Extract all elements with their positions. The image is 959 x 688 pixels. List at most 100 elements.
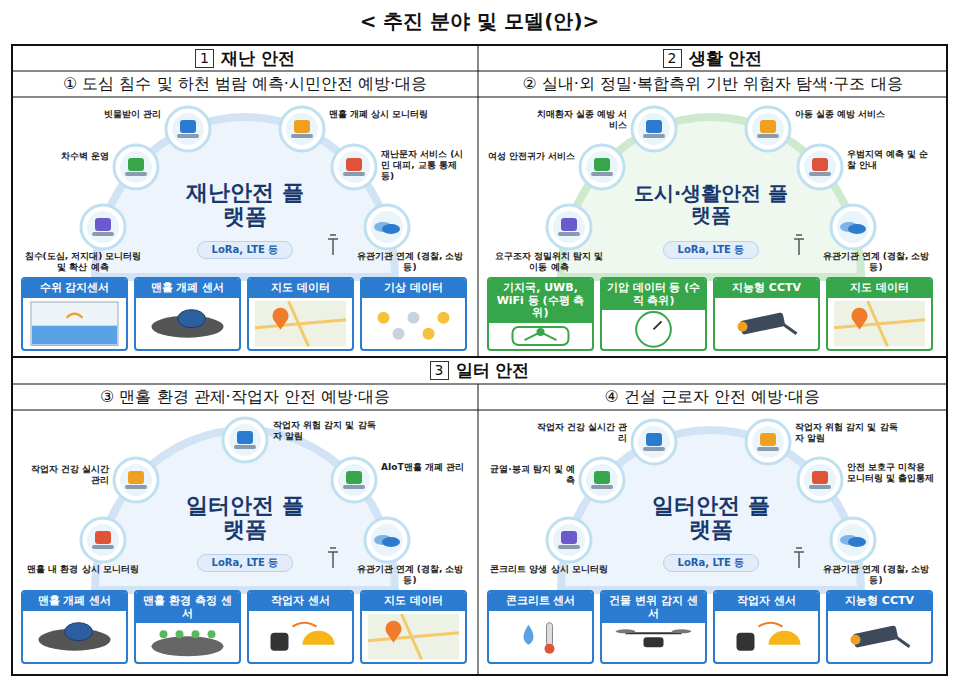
gas-dot [192,631,200,639]
service-symbol [95,531,111,544]
water-tank [31,302,118,345]
service-symbol [643,447,665,451]
icon-ground [120,464,152,496]
gas-dot [208,631,216,639]
source-heading: 지능형 CCTV [715,279,818,298]
service-icon [166,107,210,151]
platform-name: 재난안전 플랫폼 [185,181,305,229]
source-illustration [828,611,931,662]
service-label: 유관기관 연계 (경찰, 소방 등) [351,251,469,273]
icon-circle [580,458,624,502]
platform-text: 도시·생활안전 플랫폼 [634,181,789,227]
icon-ground [586,464,618,496]
source-heading: 작업자 센서 [715,592,818,611]
model-title: ② 실내·외 정밀·복합측위 기반 위험자 탐색·구조 대응 [478,71,947,97]
data-source-box: 지능형 CCTV [713,277,820,351]
handshake-symbol [382,537,400,547]
map-ground [834,301,925,346]
section-header: 일터 안전3 [12,357,947,384]
data-source-box: 맨홀 개폐 센서 [134,277,241,351]
row-line [12,410,947,411]
service-symbol [591,485,613,489]
handshake-symbol [848,224,866,234]
icon-circle [798,145,842,189]
source-heading: 건물 변위 감지 센서 [602,592,705,623]
service-symbol [346,158,362,171]
source-heading: 맨홀 개폐 센서 [23,592,126,611]
header-text: 생활 안전 [689,47,763,70]
row-line [12,71,947,72]
icon-circle [746,420,790,464]
camera-lens [738,321,748,331]
drone-rotor [672,630,692,634]
antenna-symbol [328,235,338,255]
icon-ground [752,426,784,458]
source-heading: 기압 데이터 등 (수직 측위) [602,279,705,310]
service-label: 작업자 건강 실시간 관리 [531,422,627,444]
icon-ground [338,464,370,496]
data-source-box: 기압 데이터 등 (수직 측위) [600,277,707,351]
weather-symbol [378,311,390,323]
service-symbol [92,232,114,236]
camera-mount [783,323,797,333]
source-illustration [489,323,592,349]
platform-name: 도시·생활안전 플랫폼 [631,183,791,226]
service-label: 여성 안전귀가 서비스 [485,151,575,162]
icon-circle [365,518,409,562]
section-number: 2 [663,49,682,68]
service-icon [580,145,624,189]
service-symbol [558,232,580,236]
wearable-sensor [737,632,755,650]
gas-dot [176,631,184,639]
model-title: ③ 맨홀 환경 관제·작업자 안전 예방·대응 [12,384,478,410]
service-symbol [125,485,147,489]
number-text: 1 [200,50,209,66]
service-label: 맨홀 개폐 상시 모니터링 [329,109,439,120]
section-header: 재난 안전1 [12,45,478,71]
weather-symbol [438,311,450,323]
manhole-lid [65,622,93,640]
source-heading: 콘크리트 센서 [489,592,592,611]
drone-arms [626,633,682,635]
map-ground [368,614,459,659]
service-symbol [294,120,310,133]
icon-ground [804,151,836,183]
source-heading: 기지국, UWB, WiFi 등 (수평 측위) [489,279,592,323]
icon-ground [371,211,403,243]
data-source-box: 기상 데이터 [360,277,467,351]
service-icon [632,420,676,464]
service-symbol [95,218,111,231]
service-symbol [234,445,256,449]
icon-ground [286,113,318,145]
source-heading: 지능형 CCTV [828,592,931,611]
source-heading: 지도 데이터 [828,279,931,298]
gauge-face [636,312,671,347]
icon-ground [172,113,204,145]
service-symbol [291,134,313,138]
source-heading: 기상 데이터 [362,279,465,298]
network-band: LoRa, LTE 등 [197,241,294,259]
service-symbol [757,134,779,138]
icon-circle [81,518,125,562]
helmet-symbol [303,630,335,644]
icon-ground [804,464,836,496]
section-header: 생활 안전 2 [478,45,947,71]
gas-dot [160,631,168,639]
column-line [478,45,479,357]
service-label: 재난문자 서비스 (시민 대피, 교통 통제 등) [381,149,471,181]
icon-circle [166,107,210,151]
icon-circle [114,458,158,502]
service-icon [223,418,267,462]
water-level [32,325,117,344]
thermometer-bulb [545,643,555,653]
network-band: LoRa, LTE 등 [197,554,294,572]
source-illustration [362,611,465,662]
service-icon [81,205,125,249]
source-illustration [828,298,931,349]
source-heading: 작업자 센서 [249,592,352,611]
service-icon [365,518,409,562]
number-text: 2 [668,50,677,66]
source-illustration [489,611,592,662]
map-roads [368,614,459,659]
